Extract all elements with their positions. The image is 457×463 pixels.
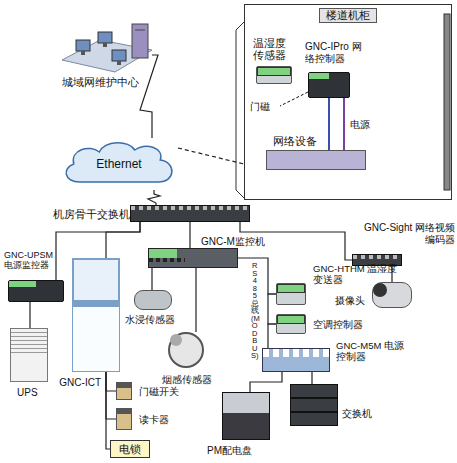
device-node: 楼道机柜温湿度传感器 GNC-IPro 网络控制器网络设备 bbox=[244, 4, 452, 200]
switch-unit bbox=[290, 398, 338, 412]
lens bbox=[373, 283, 387, 297]
device-node: 空调控制器 bbox=[276, 314, 306, 334]
node-label: GNC-IPro 网络控制器 bbox=[305, 41, 369, 64]
device-node: GNC-IPro 网络控制器 bbox=[308, 72, 350, 98]
connector bbox=[148, 190, 160, 205]
cabinet-art bbox=[236, 4, 452, 200]
device-node: 电锁 bbox=[110, 440, 150, 458]
connector bbox=[268, 324, 276, 348]
node-label: 温湿度传感器 bbox=[253, 37, 289, 61]
connector bbox=[151, 268, 152, 290]
socket-row bbox=[263, 349, 329, 357]
device-node: GNC-UPSM 电源监控器 bbox=[8, 280, 64, 302]
node-label: GNC-HTHM 温湿度变送器 bbox=[313, 264, 403, 286]
connector bbox=[106, 372, 116, 391]
node-label: Ethernet bbox=[96, 157, 141, 171]
switch-unit bbox=[290, 384, 338, 398]
device-node: 门磁开关 bbox=[116, 382, 132, 400]
device-node: Ethernet bbox=[60, 138, 178, 190]
node-label: 烟感传感器 bbox=[162, 374, 212, 386]
connector bbox=[29, 302, 30, 328]
device-node: 交换机 bbox=[290, 384, 336, 444]
node-label: 电锁 bbox=[119, 442, 141, 457]
connector bbox=[106, 372, 110, 449]
connector bbox=[106, 372, 116, 419]
connector bbox=[250, 372, 282, 392]
display-screen bbox=[277, 315, 305, 324]
device-node: UPS bbox=[10, 328, 48, 382]
device-node: 读卡器 bbox=[116, 408, 132, 430]
device-node: 网络设备 bbox=[266, 150, 366, 170]
device-node: 城域网维护中心 bbox=[62, 22, 152, 72]
display-screen bbox=[149, 249, 177, 258]
device-node: 摄像头 bbox=[372, 282, 412, 308]
port-row bbox=[149, 258, 185, 262]
port-row bbox=[131, 206, 249, 210]
device-node: GNC-HTHM 温湿度变送器 bbox=[276, 283, 306, 305]
icon-face bbox=[117, 409, 131, 414]
icon-face bbox=[117, 383, 131, 388]
free-label: 门磁 bbox=[250, 100, 270, 114]
connector bbox=[178, 148, 244, 164]
connector bbox=[311, 372, 312, 384]
connector bbox=[195, 268, 196, 332]
node-label: 门磁开关 bbox=[139, 386, 179, 398]
panel-window bbox=[73, 259, 119, 301]
device-node: GNC-M5M 电源控制器 bbox=[262, 348, 330, 372]
node-label: 摄像头 bbox=[335, 295, 365, 307]
node-label: 城域网维护中心 bbox=[62, 76, 139, 89]
node-label: GNC-Sight 网络视频编码器 bbox=[359, 222, 455, 245]
node-label: GNC-UPSM 电源监控器 bbox=[4, 250, 54, 271]
connector bbox=[106, 222, 140, 258]
free-label: RS485总线(MODBUS) bbox=[251, 262, 259, 360]
node-label: 网络设备 bbox=[273, 135, 317, 148]
device-node: GNC-M监控机 bbox=[148, 248, 238, 268]
device-node: 烟感传感器 bbox=[168, 332, 204, 368]
node-label: UPS bbox=[17, 387, 38, 399]
node-label: 水浸传感器 bbox=[125, 314, 175, 326]
device-node: GNC-ICT bbox=[72, 258, 120, 372]
grille bbox=[11, 329, 47, 353]
node-label: 机房骨干交换机 bbox=[53, 208, 130, 220]
switch-unit bbox=[290, 412, 338, 426]
device-node: 温湿度传感器 bbox=[256, 66, 292, 84]
free-label: 电源 bbox=[350, 118, 370, 132]
connector bbox=[140, 55, 158, 138]
device-node: PM配电盘 bbox=[222, 392, 270, 440]
display-screen bbox=[277, 284, 305, 293]
node-label: 交换机 bbox=[342, 408, 372, 420]
display-screen bbox=[9, 281, 36, 287]
port-row bbox=[353, 255, 401, 259]
connector bbox=[328, 98, 330, 150]
display-screen bbox=[257, 67, 291, 76]
node-label: 楼道机柜 bbox=[319, 8, 377, 23]
node-label: GNC-M5M 电源控制器 bbox=[336, 341, 406, 363]
node-label: 空调控制器 bbox=[313, 319, 363, 331]
node-label: 读卡器 bbox=[139, 414, 169, 426]
connector bbox=[268, 294, 276, 324]
device-node: 水浸传感器 bbox=[134, 290, 172, 310]
device-node: 机房骨干交换机 bbox=[130, 205, 250, 222]
node-label: GNC-ICT bbox=[51, 377, 101, 389]
display-screen bbox=[309, 73, 329, 79]
node-label: PM配电盘 bbox=[207, 445, 252, 457]
detector-center bbox=[170, 334, 182, 346]
panel-bar bbox=[73, 301, 119, 307]
node-label: GNC-M监控机 bbox=[201, 236, 265, 248]
connector bbox=[189, 222, 190, 248]
panel-inner bbox=[223, 393, 269, 413]
computer-group bbox=[62, 24, 152, 72]
